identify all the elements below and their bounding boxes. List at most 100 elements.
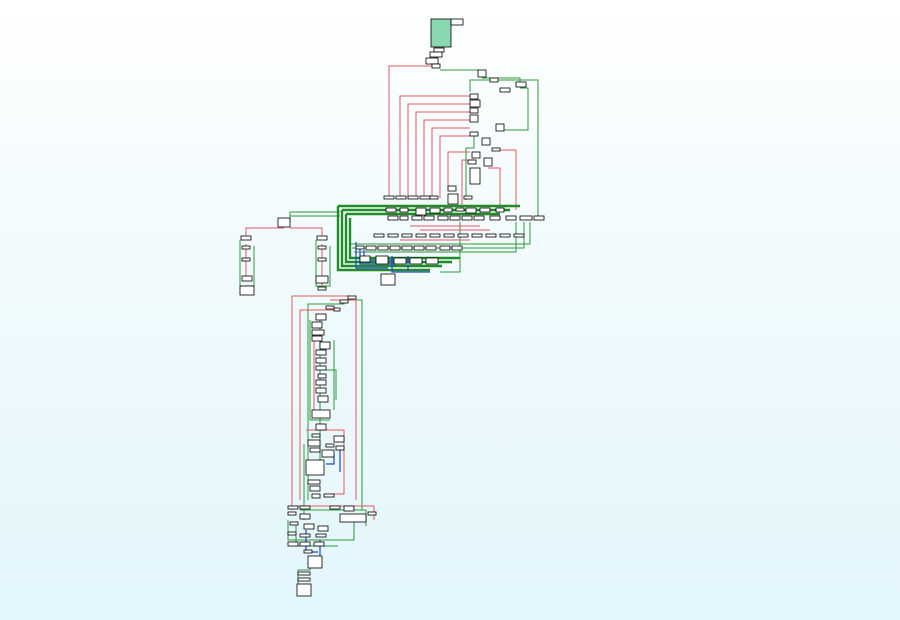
- graph-node[interactable]: [499, 233, 511, 238]
- graph-node[interactable]: [377, 245, 389, 251]
- graph-node[interactable]: [339, 299, 349, 304]
- graph-node[interactable]: [317, 245, 327, 250]
- graph-node[interactable]: [333, 435, 345, 443]
- graph-node[interactable]: [359, 255, 371, 263]
- graph-node[interactable]: [385, 207, 397, 213]
- graph-node[interactable]: [315, 379, 327, 386]
- graph-node[interactable]: [489, 77, 499, 83]
- graph-node[interactable]: [383, 195, 395, 200]
- graph-node[interactable]: [380, 273, 396, 286]
- graph-node[interactable]: [321, 449, 335, 458]
- graph-node[interactable]: [303, 523, 315, 530]
- graph-node[interactable]: [505, 215, 517, 221]
- graph-node[interactable]: [469, 107, 479, 114]
- graph-node[interactable]: [241, 257, 251, 262]
- graph-node[interactable]: [481, 137, 491, 146]
- graph-node[interactable]: [483, 157, 493, 167]
- graph-node[interactable]: [315, 533, 327, 538]
- graph-node[interactable]: [469, 131, 479, 137]
- graph-node[interactable]: [389, 245, 401, 251]
- graph-node[interactable]: [287, 505, 299, 510]
- graph-node[interactable]: [315, 423, 327, 431]
- graph-node[interactable]: [437, 215, 449, 221]
- graph-node[interactable]: [439, 245, 451, 251]
- graph-node[interactable]: [469, 114, 479, 123]
- graph-node[interactable]: [325, 305, 335, 310]
- graph-node[interactable]: [343, 505, 355, 512]
- graph-node[interactable]: [311, 409, 331, 419]
- graph-node[interactable]: [413, 245, 425, 251]
- graph-node[interactable]: [309, 447, 321, 453]
- graph-node[interactable]: [311, 321, 323, 329]
- graph-node[interactable]: [451, 245, 463, 251]
- graph-node[interactable]: [307, 555, 323, 569]
- graph-node[interactable]: [447, 193, 459, 205]
- graph-node[interactable]: [307, 439, 321, 447]
- graph-node[interactable]: [315, 275, 329, 284]
- graph-node[interactable]: [241, 245, 251, 250]
- graph-node[interactable]: [399, 207, 409, 213]
- graph-node[interactable]: [519, 215, 533, 221]
- graph-node[interactable]: [313, 541, 325, 547]
- graph-node[interactable]: [317, 373, 327, 379]
- graph-node[interactable]: [425, 57, 439, 65]
- graph-node[interactable]: [240, 235, 252, 241]
- graph-node[interactable]: [305, 459, 325, 476]
- graph-node[interactable]: [311, 433, 321, 438]
- graph-node[interactable]: [429, 207, 441, 214]
- graph-node[interactable]: [533, 215, 545, 221]
- graph-node[interactable]: [289, 521, 299, 526]
- graph-node[interactable]: [317, 257, 327, 262]
- graph-node[interactable]: [401, 233, 413, 238]
- graph-node[interactable]: [307, 479, 321, 485]
- graph-node[interactable]: [513, 233, 525, 238]
- graph-node[interactable]: [239, 285, 255, 296]
- graph-node[interactable]: [495, 207, 505, 213]
- graph-node[interactable]: [339, 513, 367, 523]
- graph-node[interactable]: [303, 549, 313, 554]
- graph-node[interactable]: [477, 69, 487, 78]
- graph-node[interactable]: [315, 387, 327, 394]
- graph-node[interactable]: [423, 215, 435, 221]
- graph-node[interactable]: [429, 233, 441, 238]
- graph-node[interactable]: [485, 233, 497, 238]
- graph-node[interactable]: [315, 349, 327, 356]
- graph-node[interactable]: [387, 215, 399, 221]
- graph-node[interactable]: [323, 493, 335, 498]
- graph-node[interactable]: [401, 245, 413, 251]
- graph-node[interactable]: [419, 195, 431, 200]
- graph-node[interactable]: [449, 215, 461, 221]
- graph-node[interactable]: [335, 445, 345, 451]
- exit-block[interactable]: [296, 583, 312, 597]
- graph-node[interactable]: [491, 147, 501, 152]
- graph-node[interactable]: [315, 365, 327, 371]
- graph-node[interactable]: [373, 233, 385, 238]
- graph-node[interactable]: [425, 245, 437, 251]
- graph-node[interactable]: [399, 215, 409, 221]
- graph-node[interactable]: [317, 286, 327, 291]
- graph-node[interactable]: [429, 51, 443, 58]
- graph-node[interactable]: [425, 257, 439, 265]
- graph-node[interactable]: [415, 233, 427, 238]
- graph-node[interactable]: [317, 525, 329, 532]
- graph-node[interactable]: [465, 207, 477, 214]
- graph-node[interactable]: [287, 541, 299, 547]
- graph-node[interactable]: [329, 505, 341, 510]
- graph-node[interactable]: [367, 511, 377, 516]
- graph-node[interactable]: [455, 207, 465, 212]
- graph-node[interactable]: [457, 233, 469, 238]
- graph-node[interactable]: [317, 395, 329, 403]
- graph-node[interactable]: [387, 233, 399, 238]
- graph-node[interactable]: [407, 195, 419, 200]
- graph-node[interactable]: [311, 329, 325, 336]
- graph-node[interactable]: [333, 307, 341, 312]
- graph-node[interactable]: [499, 87, 511, 93]
- graph-node[interactable]: [287, 511, 297, 516]
- graph-node[interactable]: [469, 93, 479, 100]
- graph-node[interactable]: [315, 357, 327, 364]
- graph-node[interactable]: [447, 185, 457, 192]
- graph-node[interactable]: [429, 195, 439, 200]
- graph-node[interactable]: [297, 577, 311, 582]
- graph-node[interactable]: [311, 493, 321, 499]
- graph-node[interactable]: [443, 207, 453, 213]
